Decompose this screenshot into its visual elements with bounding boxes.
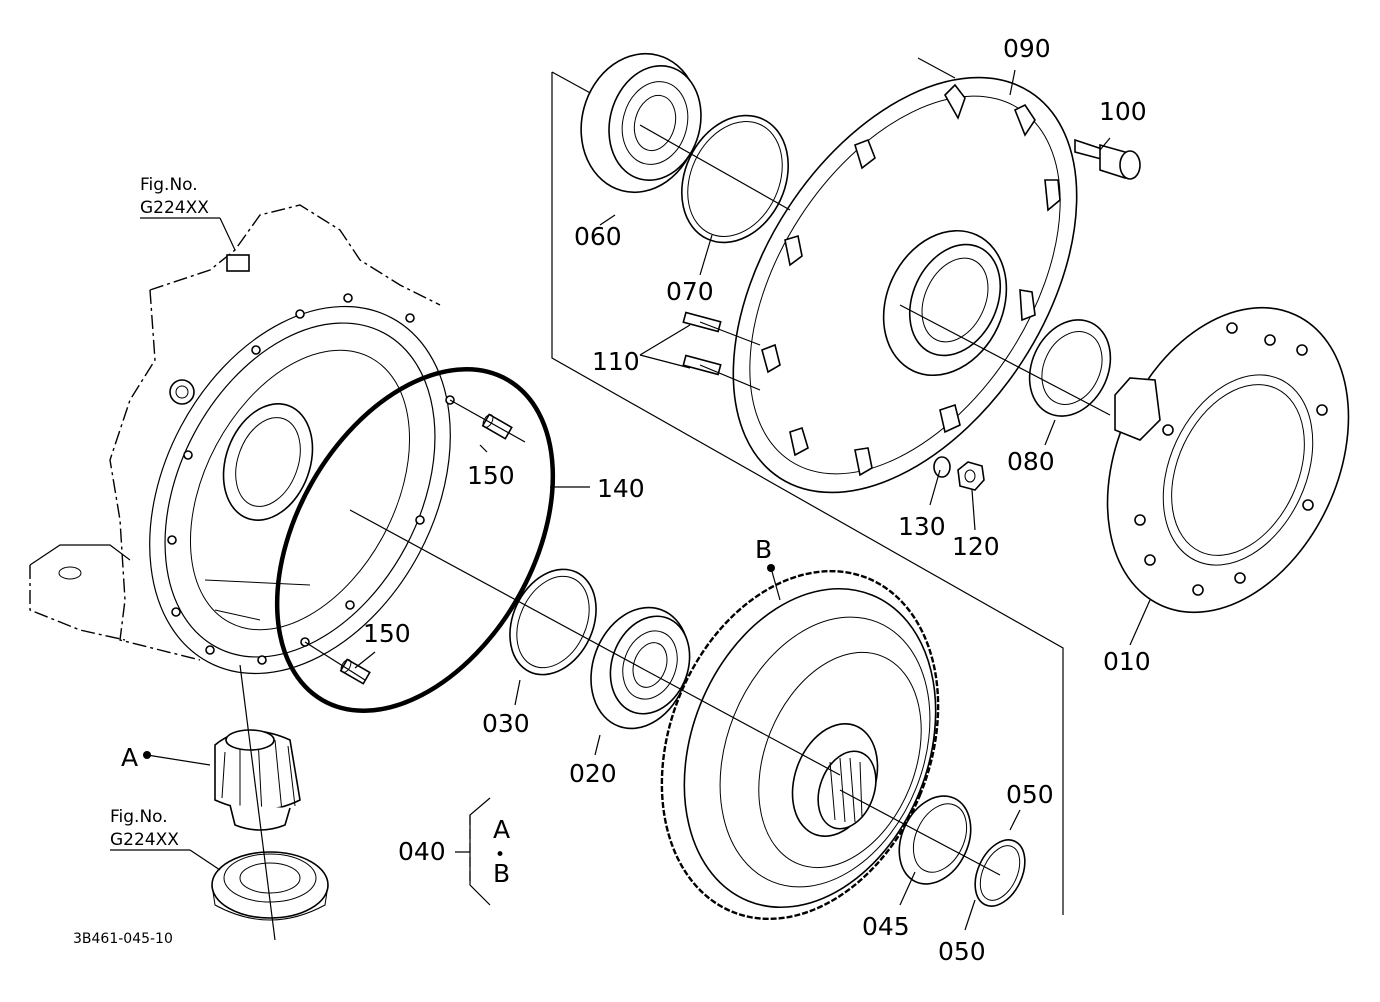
flange-010 xyxy=(1106,306,1350,614)
washer-130 xyxy=(933,456,951,478)
label-140: 140 xyxy=(597,474,645,503)
group-040-bracket xyxy=(455,797,491,906)
transmission-housing xyxy=(29,204,455,675)
snap-ring-030 xyxy=(509,568,597,676)
group-040-dot: • xyxy=(495,845,505,865)
cover-090 xyxy=(732,76,1078,494)
label-110: 110 xyxy=(592,347,640,376)
leader-lines xyxy=(110,69,1151,941)
point-a-dot xyxy=(143,751,151,759)
bevel-gear-b xyxy=(660,569,940,921)
reference-code-lower: G224XX xyxy=(110,830,179,850)
figure-code: 3B461-045-10 xyxy=(73,931,173,947)
label-a: A xyxy=(121,743,138,772)
seal-080 xyxy=(1028,319,1112,417)
pinion-gear-a xyxy=(214,729,301,831)
group-040-top: A xyxy=(493,815,510,844)
label-070: 070 xyxy=(666,277,714,306)
bearing-060 xyxy=(580,52,702,194)
point-b-dot xyxy=(767,564,775,572)
label-060: 060 xyxy=(574,222,622,251)
label-150-lower: 150 xyxy=(363,619,411,648)
label-050-upper: 050 xyxy=(1006,780,1054,809)
label-040: 040 xyxy=(398,837,446,866)
bearing-020 xyxy=(590,606,691,730)
label-090: 090 xyxy=(1003,34,1051,63)
bearing-lower-left xyxy=(211,851,329,921)
label-150-upper: 150 xyxy=(467,461,515,490)
label-045: 045 xyxy=(862,912,910,941)
o-ring-140 xyxy=(274,367,556,713)
reference-title-lower: Fig.No. xyxy=(110,807,168,827)
label-100: 100 xyxy=(1099,97,1147,126)
label-080: 080 xyxy=(1007,447,1055,476)
label-010: 010 xyxy=(1103,647,1151,676)
bolt-100 xyxy=(1074,138,1141,180)
nut-120 xyxy=(957,461,985,491)
reference-title-upper: Fig.No. xyxy=(140,175,198,195)
label-050-lower: 050 xyxy=(938,937,986,966)
label-120: 120 xyxy=(952,532,1000,561)
shim-050 xyxy=(974,839,1026,907)
pin-150-lower xyxy=(339,658,371,685)
group-040-bottom: B xyxy=(493,859,510,888)
reference-code-upper: G224XX xyxy=(140,198,209,218)
label-130: 130 xyxy=(898,512,946,541)
label-030: 030 xyxy=(482,709,530,738)
label-b: B xyxy=(755,535,772,564)
label-020: 020 xyxy=(569,759,617,788)
